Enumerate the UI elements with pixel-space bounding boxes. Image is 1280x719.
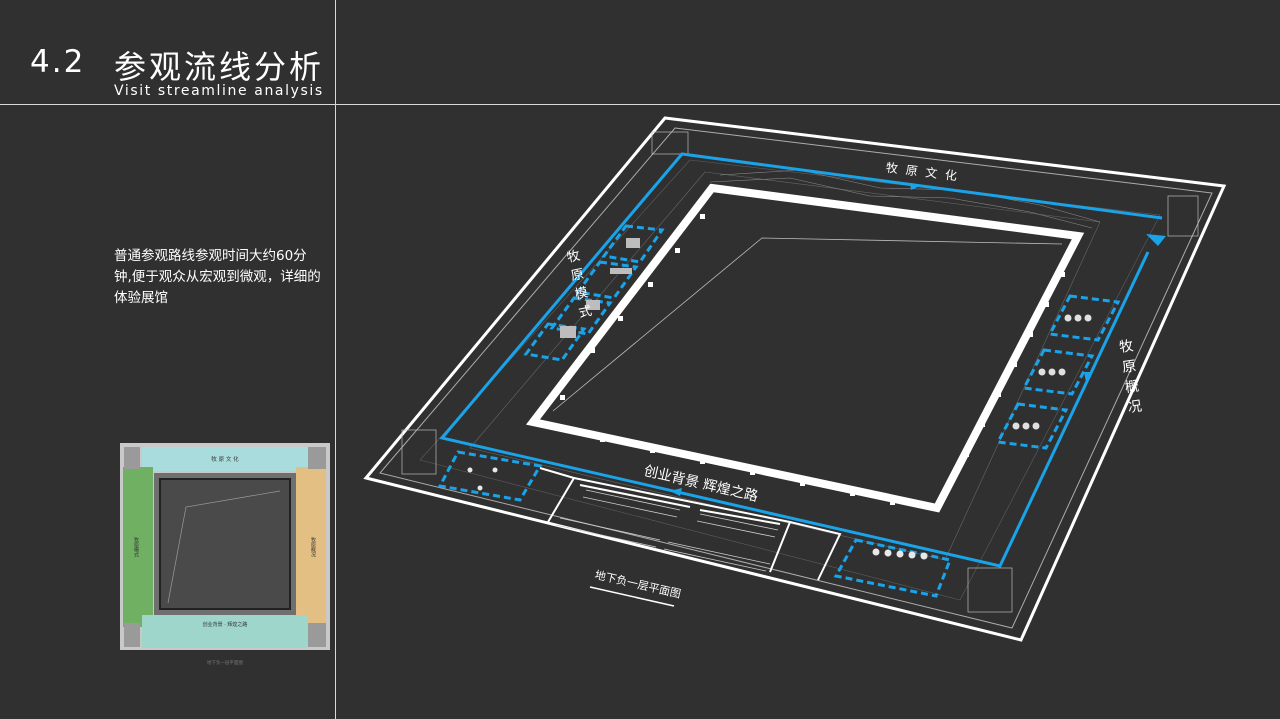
route-start-arrow [1146, 234, 1166, 246]
plan-inner-wall [379, 127, 1213, 629]
thumbnail-floor-plan: 牧 原 文 化 牧原模式 牧原概况 创业背景 · 辉煌之路 地下负一层平面图 [120, 443, 330, 666]
thumbnail-zone-left [123, 467, 153, 627]
thumbnail-zone-bottom [142, 615, 308, 648]
thumbnail-stair-tr [308, 447, 326, 469]
plan-corridor-details [419, 159, 1161, 601]
plan-right-exhibits [995, 294, 1121, 450]
thumbnail-label-bottom: 创业背景 · 辉煌之路 [203, 621, 248, 628]
zone-label-right: 牧原概况 [1118, 338, 1143, 416]
plan-bottom-rooms [539, 467, 842, 581]
thumbnail-label-left: 牧原模式 [133, 536, 139, 557]
header-underline [0, 104, 1280, 105]
plan-stairs [401, 131, 1199, 613]
route-arrow-bottom [670, 488, 682, 496]
route-description: 普通参观路线参观时间大约60分钟,便于观众从宏观到微观，详细的体验展馆 [114, 248, 321, 306]
plan-bottom-exhibits [437, 450, 953, 598]
thumbnail-atrium [159, 478, 291, 610]
section-subtitle: Visit streamline analysis [114, 83, 324, 99]
plan-outer-wall [363, 116, 1227, 642]
plan-pillars [560, 191, 1065, 505]
thumbnail-label-right: 牧原概况 [310, 536, 316, 558]
plan-left-exhibit-fill [560, 238, 640, 338]
thumbnail-zone-top [142, 447, 308, 471]
thumbnail-stair-tl [124, 447, 140, 469]
plan-caption: 地下负一层平面图 [593, 567, 682, 600]
floor-plan: 牧 原 文 化 牧原模式 牧原概况 创业背景 辉煌之路 地下负一层平面图 [363, 116, 1227, 642]
top-left-vertical-rule [335, 0, 336, 719]
section-number: 4.2 [30, 44, 86, 80]
thumbnail-sightline [167, 490, 281, 604]
visitor-route [439, 152, 1163, 568]
plan-bottom-exhibit-dots [467, 467, 928, 560]
route-arrow-top [910, 183, 922, 190]
plan-caption-underline [589, 586, 675, 607]
thumbnail-label-top: 牧 原 文 化 [211, 455, 239, 463]
plan-seating [555, 489, 779, 572]
thumbnail-caption: 地下负一层平面图 [207, 659, 243, 666]
zone-label-top: 牧 原 文 化 [885, 160, 960, 184]
plan-sightline [552, 237, 1063, 412]
thumbnail-zone-right [296, 467, 326, 625]
route-arrow-right [1084, 372, 1092, 382]
zone-label-left: 牧原模式 [566, 249, 594, 322]
plan-right-exhibit-dots [1012, 314, 1092, 430]
thumbnail-stair-br [308, 623, 326, 647]
section-title: 参观流线分析 [114, 48, 325, 86]
plan-atrium-wall [525, 183, 1085, 513]
thumbnail-stair-bl [124, 623, 140, 647]
